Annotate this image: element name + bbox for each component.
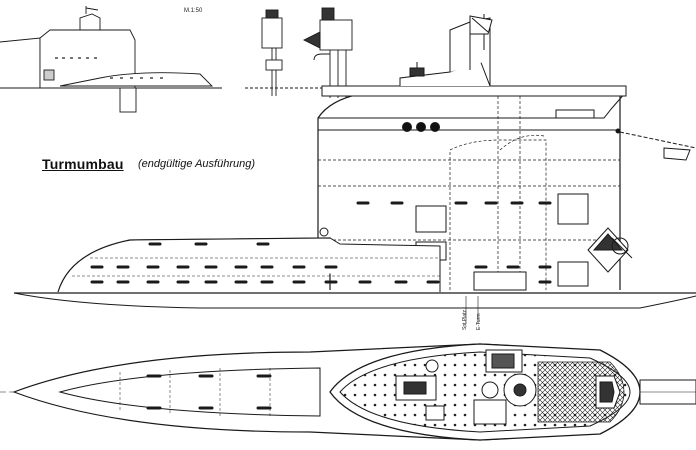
side-elevation xyxy=(13,14,696,324)
mast-detail-view xyxy=(245,7,360,98)
plan-view xyxy=(0,343,696,441)
frame-label-spt: Spt.Platz xyxy=(462,309,468,330)
scale-note: M.1:50 xyxy=(184,8,203,14)
frame-label-eturm: E-Turm xyxy=(476,313,482,330)
drawing-subtitle: (endgültige Ausführung) xyxy=(138,158,256,170)
drawing-title: Turmumbau xyxy=(42,156,124,172)
small-side-view xyxy=(0,6,222,113)
